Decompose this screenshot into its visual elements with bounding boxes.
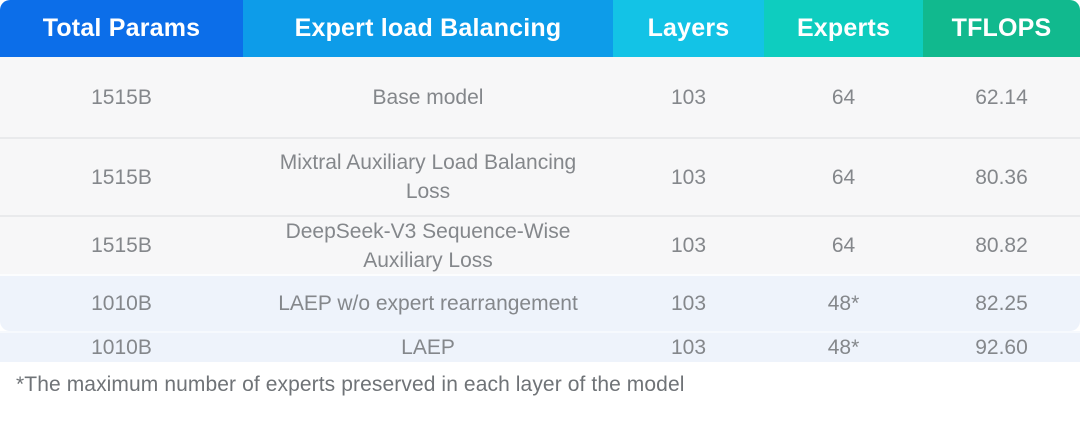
cell-tflops: 92.60 — [975, 336, 1028, 359]
table-row: 1010B LAEP w/o expert rearrangement 103 … — [0, 274, 1080, 331]
cell-tflops: 82.25 — [975, 292, 1028, 315]
cell-total-params: 1010B — [91, 292, 152, 315]
header-label: Total Params — [42, 14, 201, 42]
header-label: Expert load Balancing — [294, 14, 562, 42]
table-header-row: Total Params Expert load Balancing Layer… — [0, 0, 1080, 57]
header-label: Experts — [796, 14, 891, 42]
cell-tflops: 80.82 — [975, 234, 1028, 257]
cell-total-params: 1515B — [91, 234, 152, 257]
header-cell-total-params: Total Params — [0, 0, 243, 57]
cell-layers: 103 — [670, 165, 707, 189]
table-row: 1515B DeepSeek-V3 Sequence-Wise Auxiliar… — [0, 215, 1080, 274]
cell-layers: 103 — [670, 234, 707, 257]
table-row: 1010B LAEP 103 48* 92.60 — [0, 331, 1080, 362]
header-cell-tflops: TFLOPS — [923, 0, 1080, 57]
cell-balancing-method: Mixtral Auxiliary Load Balancing Loss — [279, 151, 577, 203]
cell-layers: 103 — [670, 292, 707, 315]
cell-experts: 48* — [827, 292, 860, 315]
cell-balancing-method: LAEP — [401, 336, 455, 359]
cell-experts: 64 — [831, 85, 856, 109]
header-label: TFLOPS — [951, 14, 1052, 42]
cell-tflops: 80.36 — [975, 165, 1028, 189]
cell-experts: 64 — [831, 234, 856, 257]
cell-total-params: 1515B — [91, 85, 152, 109]
footnote: *The maximum number of experts preserved… — [16, 373, 685, 396]
cell-total-params: 1010B — [91, 336, 152, 359]
cell-layers: 103 — [670, 85, 707, 109]
cell-balancing-method: Base model — [372, 85, 484, 109]
results-table: Total Params Expert load Balancing Layer… — [0, 0, 1080, 362]
cell-layers: 103 — [670, 336, 707, 359]
header-cell-expert-load-balancing: Expert load Balancing — [243, 0, 613, 57]
header-cell-experts: Experts — [764, 0, 923, 57]
cell-experts: 48* — [827, 336, 860, 359]
cell-experts: 64 — [831, 165, 856, 189]
table-row: 1515B Mixtral Auxiliary Load Balancing L… — [0, 137, 1080, 215]
cell-balancing-method: DeepSeek-V3 Sequence-Wise Auxiliary Loss — [285, 219, 571, 272]
header-label: Layers — [647, 14, 730, 42]
cell-total-params: 1515B — [91, 165, 152, 189]
table-row: 1515B Base model 103 64 62.14 — [0, 57, 1080, 137]
header-cell-layers: Layers — [613, 0, 764, 57]
cell-balancing-method: LAEP w/o expert rearrangement — [278, 292, 578, 315]
cell-tflops: 62.14 — [975, 85, 1028, 109]
